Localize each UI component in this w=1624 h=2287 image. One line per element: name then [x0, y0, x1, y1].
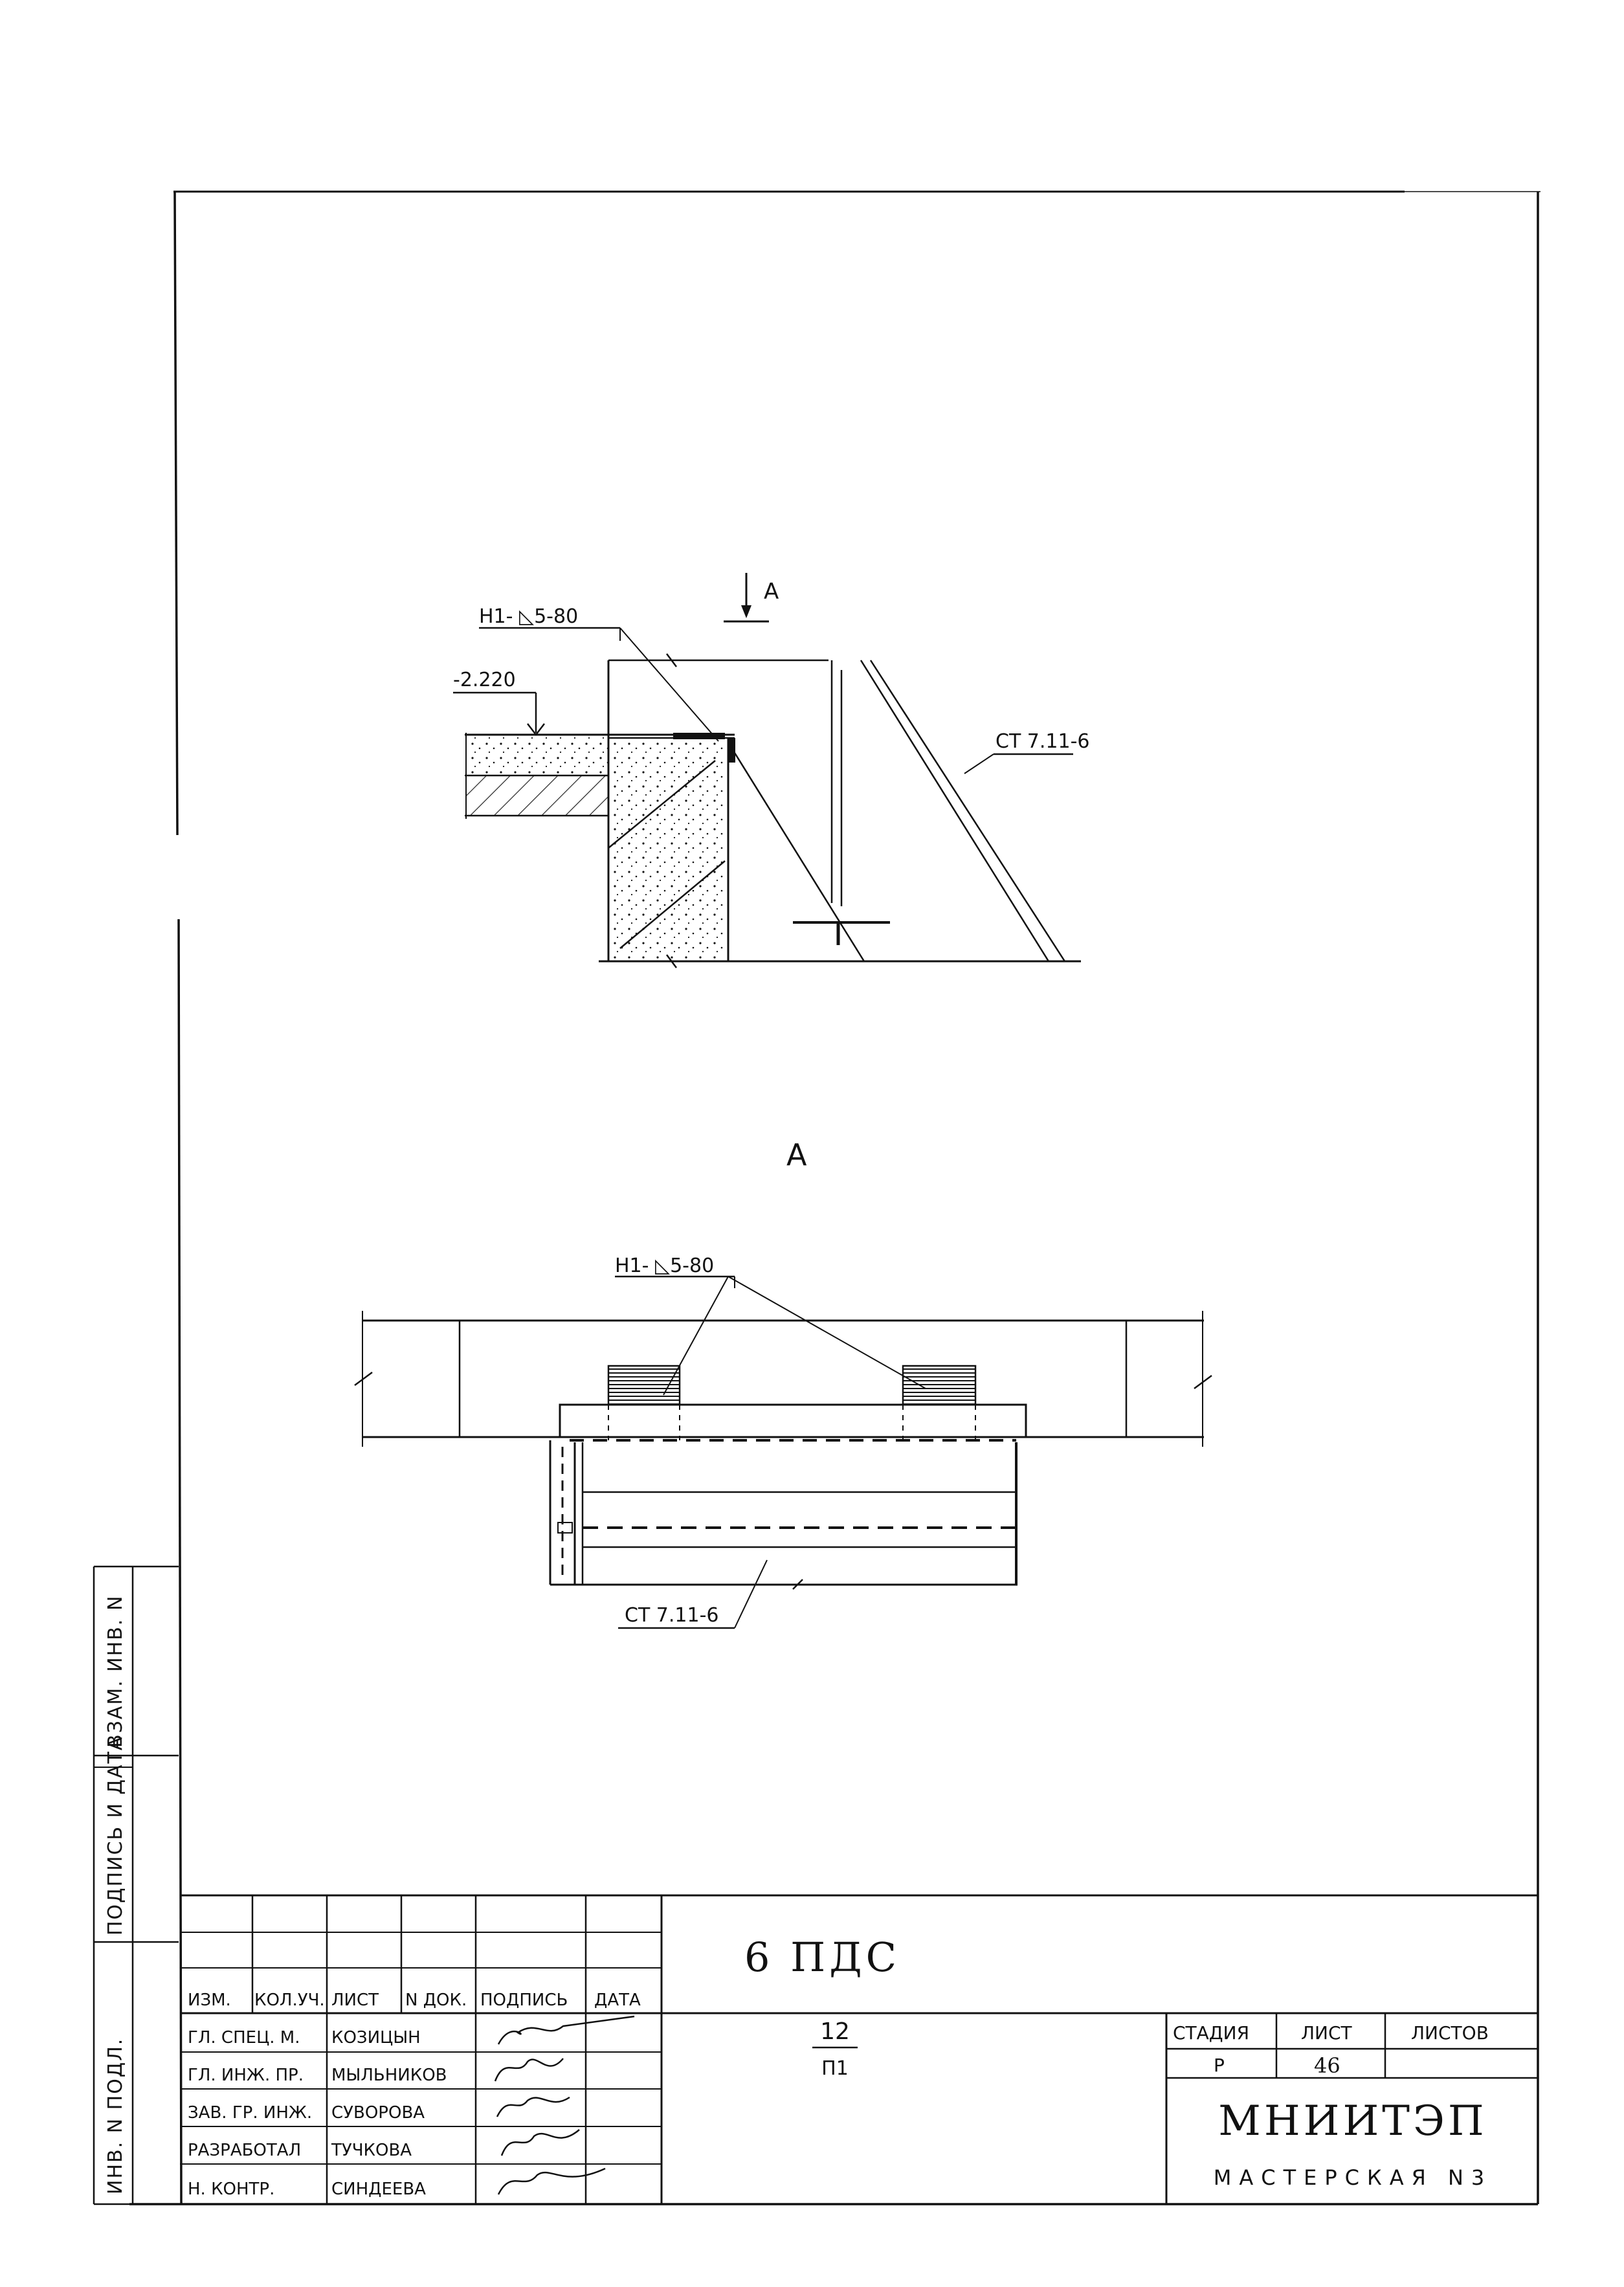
sheet-header: ЛИСТ: [1301, 2022, 1353, 2044]
organization-name: МНИИТЭП: [1218, 2097, 1487, 2145]
title-block: ИЗМ. КОЛ.УЧ. ЛИСТ N ДОК. ПОДПИСЬ ДАТА ГЛ…: [180, 1894, 1538, 2204]
name-0: КОЗИЦЫН: [331, 2028, 421, 2047]
plan-panel-label: СТ 7.11-6: [625, 1604, 719, 1627]
role-3: РАЗРАБОТАЛ: [188, 2141, 301, 2160]
header-podpis: ПОДПИСЬ: [480, 1991, 568, 2010]
header-n-dok: N ДОК.: [405, 1991, 467, 2010]
header-izm: ИЗМ.: [188, 1991, 231, 2010]
stamp-sign-date: ПОДПИСЬ И ДАТА: [104, 1736, 127, 1936]
section-arrow-label: А: [764, 579, 779, 605]
sheet-denominator: П1: [821, 2057, 849, 2080]
sheet-value: 46: [1314, 2053, 1340, 2078]
stage-value: Р: [1214, 2055, 1225, 2076]
name-4: СИНДЕЕВА: [331, 2180, 426, 2199]
project-code: 6 ПДС: [744, 1934, 900, 1981]
left-stamp: ВЗАМ. ИНВ. N ПОДПИСЬ И ДАТА ИНВ. N ПОДЛ.: [93, 1565, 179, 2205]
header-kol-uch: КОЛ.УЧ.: [254, 1991, 325, 2010]
sheet-frame: [129, 190, 1541, 2205]
role-4: Н. КОНТР.: [188, 2180, 274, 2199]
role-2: ЗАВ. ГР. ИНЖ.: [188, 2103, 312, 2123]
stamp-inv-orig: ИНВ. N ПОДЛ.: [104, 2038, 127, 2194]
plan-drawing: Н1- ◺5-80: [354, 1255, 1212, 1629]
view-title: А: [786, 1137, 807, 1172]
signatures: [494, 2015, 635, 2195]
header-data: ДАТА: [594, 1991, 641, 2010]
plan-weld-label: Н1- ◺5-80: [615, 1255, 714, 1277]
name-1: МЫЛЬНИКОВ: [331, 2066, 447, 2085]
name-2: СУВОРОВА: [331, 2103, 425, 2123]
section-weld-label: Н1- ◺5-80: [479, 605, 578, 628]
sheets-header: ЛИСТОВ: [1411, 2022, 1489, 2044]
stage-header: СТАДИЯ: [1173, 2022, 1249, 2044]
header-list: ЛИСТ: [331, 1991, 379, 2010]
stamp-replace-inv: ВЗАМ. ИНВ. N: [104, 1595, 127, 1748]
role-1: ГЛ. ИНЖ. ПР.: [188, 2066, 304, 2085]
role-0: ГЛ. СПЕЦ. М.: [188, 2028, 300, 2047]
workshop-name: МАСТЕРСКАЯ N3: [1214, 2165, 1493, 2190]
section-drawing: А Н1- ◺5-80 -2.220: [453, 573, 1090, 968]
elevation-label: -2.220: [453, 669, 516, 691]
sheet-numerator: 12: [820, 2018, 850, 2045]
section-panel-label: СТ 7.11-6: [996, 730, 1090, 753]
name-3: ТУЧКОВА: [331, 2141, 412, 2160]
